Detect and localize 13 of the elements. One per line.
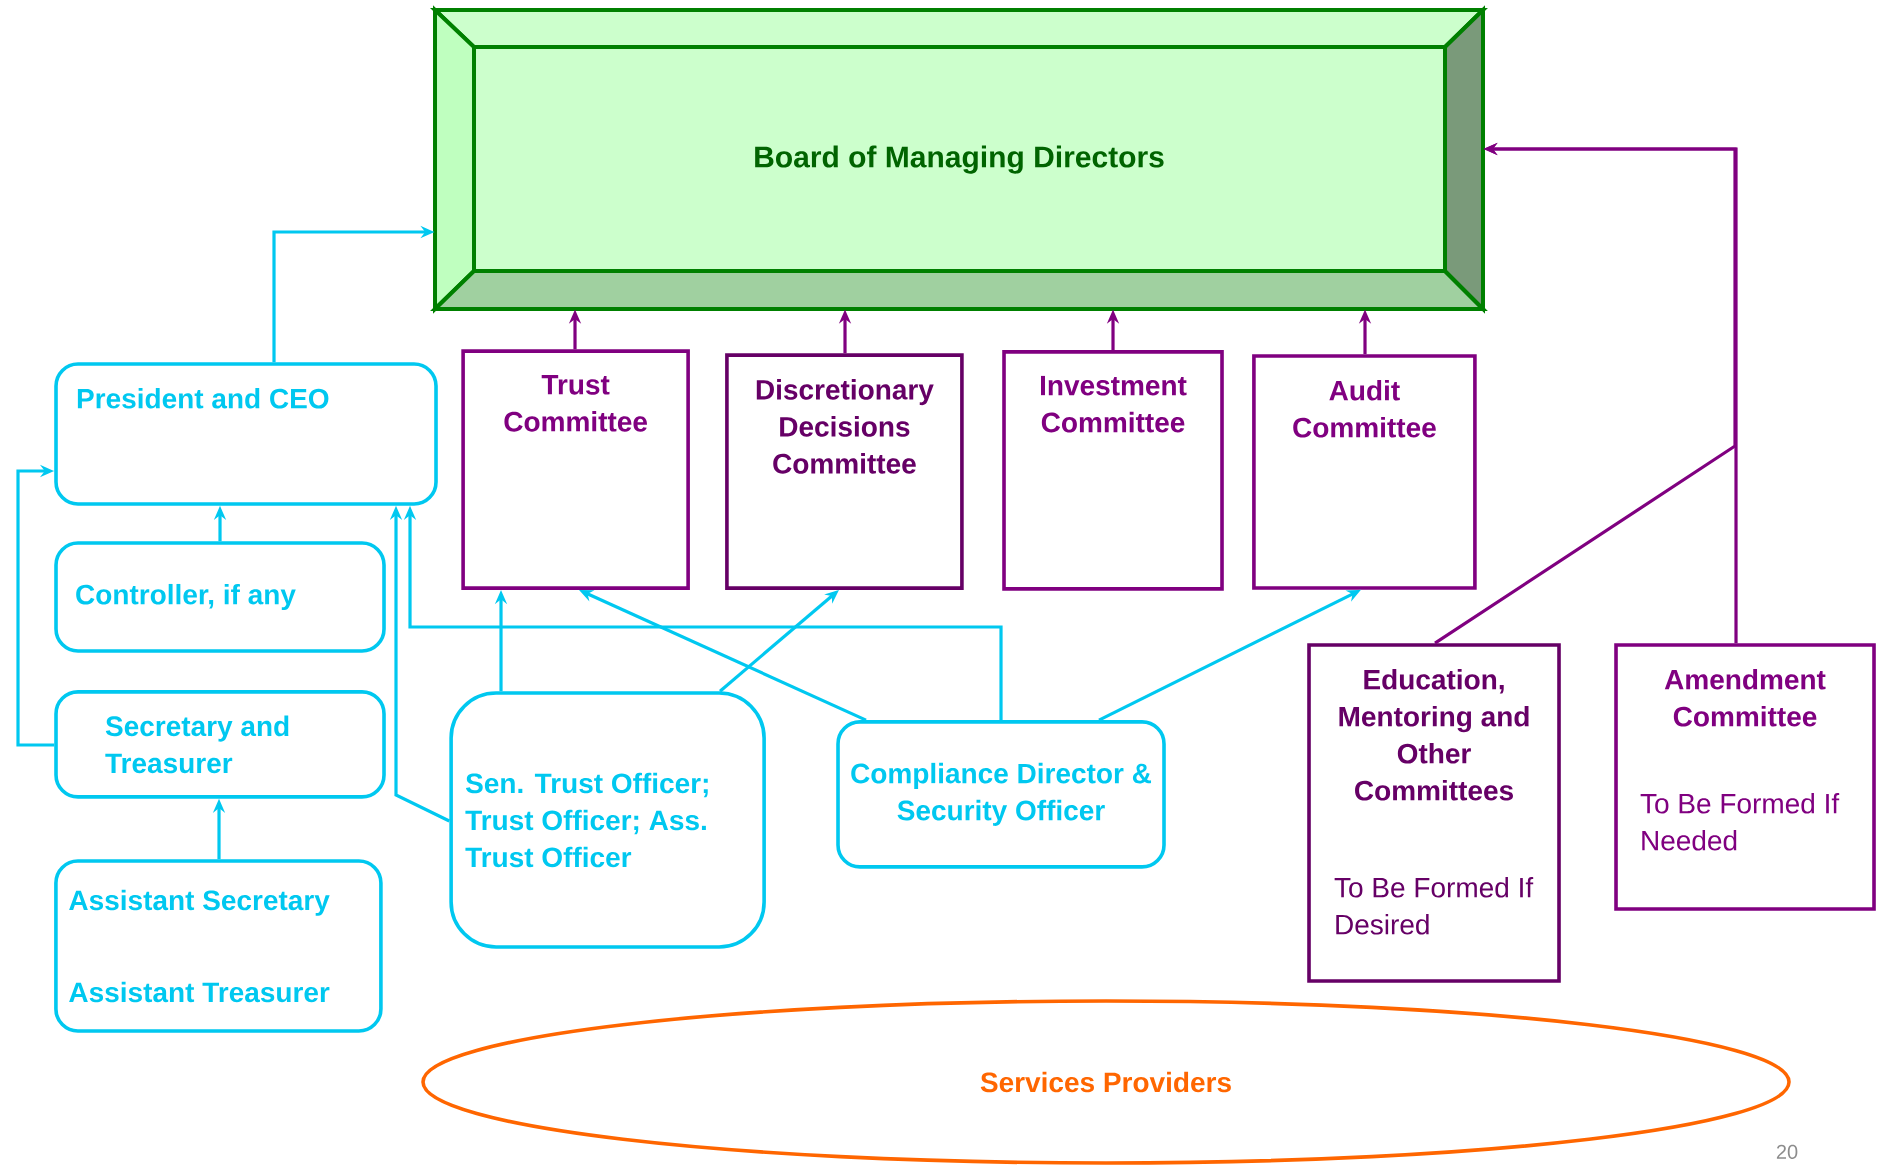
officer-box: Compliance Director & Security Officer [836, 720, 1166, 869]
arrow [16, 464, 55, 747]
committee-box: Trust Committee [461, 349, 690, 590]
officer-box: Assistant Secretary Assistant Treasurer [54, 859, 383, 1033]
committee-box: Investment Committee [1002, 350, 1224, 591]
officer-box: Secretary and Treasurer [54, 690, 386, 799]
committee-box: Audit Committee [1252, 354, 1477, 590]
officer-box: Sen. Trust Officer; Trust Officer; Ass. Trust Officer [449, 691, 766, 949]
committee-box: Education, Mentoring and Other Committees To Be Formed If Desired [1307, 643, 1561, 983]
officer-box: President and CEO [54, 362, 438, 506]
committee-box: Discretionary Decisions Committee [725, 353, 964, 590]
committee-box: Amendment Committee To Be Formed If Needed [1614, 643, 1876, 911]
officer-box: Controller, if any [54, 541, 386, 653]
